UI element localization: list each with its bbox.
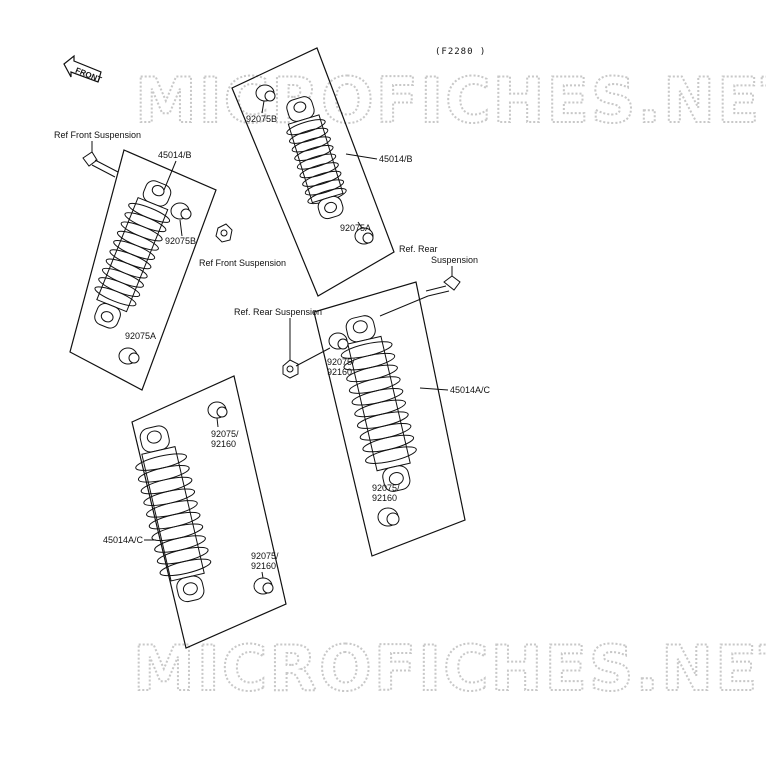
rear-right-bush-lower-icon	[377, 507, 400, 527]
rear-right-bush-lower-part-number-2: 92160	[372, 493, 397, 503]
rear-left-shock-absorber	[135, 425, 212, 603]
ref-front-suspension-label-nut: Ref Front Suspension	[199, 258, 286, 268]
rear-right-bush-upper-icon	[328, 332, 349, 350]
rear-right-bush-upper-part-number-1: 92075/	[327, 357, 355, 367]
front-shock-part-number: 45014/B	[158, 150, 192, 160]
rear-right-shock-absorber	[340, 315, 417, 492]
rear-left-bush-upper-part-number-1: 92075/	[211, 429, 239, 439]
rear-left-shock-frame	[131, 375, 287, 649]
watermark-bottom: MICROFICHES.NET	[133, 632, 766, 705]
top-bush-upper-part-number: 92075B	[246, 114, 277, 124]
diagram-code: (F2280 )	[435, 47, 486, 57]
front-bush-lower-icon	[118, 347, 140, 365]
rear-left-bush-upper-icon	[207, 401, 228, 419]
rear-nut-icon	[282, 347, 331, 379]
front-bush-upper-part-number: 92075B	[165, 236, 196, 246]
front-bolt-icon	[82, 151, 119, 178]
watermark-top: MICROFICHES.NET	[135, 64, 766, 137]
rear-left-bush-lower-part-number-2: 92160	[251, 561, 276, 571]
rear-right-bush-upper-part-number-2: 92160	[327, 367, 352, 377]
top-shock-frame	[231, 47, 395, 297]
front-shock-frame	[69, 149, 217, 391]
top-shock-absorber	[286, 96, 347, 220]
ref-rear-suspension-bolt-line1: Ref. Rear	[399, 244, 438, 254]
ref-front-suspension-label-top: Ref Front Suspension	[54, 130, 141, 140]
rear-left-bush-lower-part-number-1: 92075/	[251, 551, 279, 561]
ref-rear-suspension-nut-label: Ref. Rear Suspension	[234, 307, 322, 317]
front-arrow-icon: FRONT	[63, 54, 103, 84]
rear-right-shock-part-number: 45014A/C	[450, 385, 491, 395]
top-bush-lower-part-number: 92075A	[340, 223, 371, 233]
rear-left-shock-part-number: 45014A/C	[103, 535, 144, 545]
front-shock-absorber	[94, 180, 172, 329]
ref-rear-suspension-bolt-line2: Suspension	[431, 255, 478, 265]
rear-left-bush-lower-icon	[253, 577, 274, 595]
rear-bolt-icon	[379, 275, 461, 317]
front-bush-upper-icon	[170, 202, 192, 220]
front-bush-lower-part-number: 92075A	[125, 331, 156, 341]
top-bush-upper-icon	[255, 84, 276, 102]
rear-right-bush-lower-part-number-1: 92075/	[372, 483, 400, 493]
front-nut-icon	[215, 223, 233, 243]
rear-right-shock-frame	[313, 281, 466, 557]
top-shock-part-number: 45014/B	[379, 154, 413, 164]
top-bush-lower-icon	[354, 227, 374, 245]
rear-left-bush-upper-part-number-2: 92160	[211, 439, 236, 449]
